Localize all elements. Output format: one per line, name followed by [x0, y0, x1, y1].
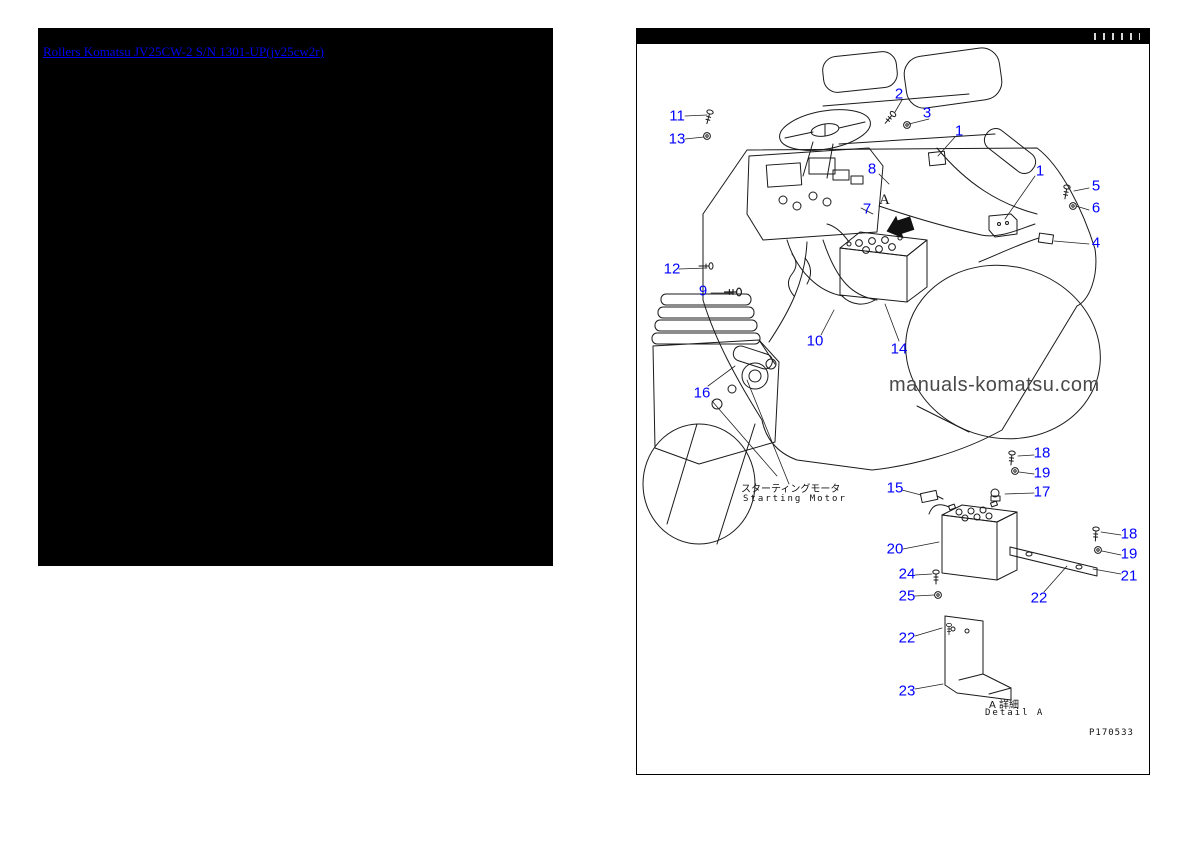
starting-motor-label-en: Starting Motor — [743, 494, 847, 504]
callout-12: 12 — [663, 260, 681, 278]
callout-10: 10 — [806, 332, 824, 350]
page-topbar — [637, 29, 1149, 44]
left-black-panel: Rollers Komatsu JV25CW-2 S/N 1301-UP(jv2… — [38, 28, 553, 566]
callout-13: 13 — [668, 130, 686, 148]
topbar-marks — [1094, 33, 1140, 40]
callout-22: 22 — [898, 629, 916, 647]
manual-link[interactable]: Rollers Komatsu JV25CW-2 S/N 1301-UP(jv2… — [43, 44, 324, 59]
callout-7: 7 — [862, 200, 872, 218]
diagram-page: manuals-komatsu.com A スターティングモータ Startin… — [636, 28, 1150, 775]
callout-21: 21 — [1120, 567, 1138, 585]
callout-1: 1 — [954, 122, 964, 140]
callout-9: 9 — [698, 282, 708, 300]
detail-label-en: Detail A — [985, 708, 1045, 718]
watermark-text: manuals-komatsu.com — [889, 374, 1100, 396]
callout-19: 19 — [1120, 545, 1138, 563]
callout-11: 11 — [669, 107, 685, 125]
callout-22: 22 — [1030, 589, 1048, 607]
callout-2: 2 — [894, 85, 904, 103]
callout-19: 19 — [1033, 464, 1051, 482]
detail-label-jp: A 詳細 — [989, 700, 1020, 711]
callout-17: 17 — [1033, 483, 1051, 501]
machine-line-art — [642, 47, 1122, 701]
callout-14: 14 — [890, 340, 908, 358]
callout-20: 20 — [886, 540, 904, 558]
callout-4: 4 — [1091, 234, 1101, 252]
starting-motor-label-jp: スターティングモータ — [741, 484, 841, 495]
callout-25: 25 — [898, 587, 916, 605]
callout-5: 5 — [1091, 177, 1101, 195]
callout-16: 16 — [693, 384, 711, 402]
callout-8: 8 — [867, 160, 877, 178]
callout-6: 6 — [1091, 199, 1101, 217]
callout-3: 3 — [922, 104, 932, 122]
callout-18: 18 — [1120, 525, 1138, 543]
callout-15: 15 — [886, 479, 904, 497]
callout-1: 1 — [1035, 162, 1045, 180]
callout-18: 18 — [1033, 444, 1051, 462]
callout-23: 23 — [898, 682, 916, 700]
view-marker-a: A — [879, 192, 890, 208]
callout-24: 24 — [898, 565, 916, 583]
parts-diagram: manuals-komatsu.com A スターティングモータ Startin… — [637, 44, 1149, 774]
figure-code: P170533 — [1089, 728, 1134, 738]
